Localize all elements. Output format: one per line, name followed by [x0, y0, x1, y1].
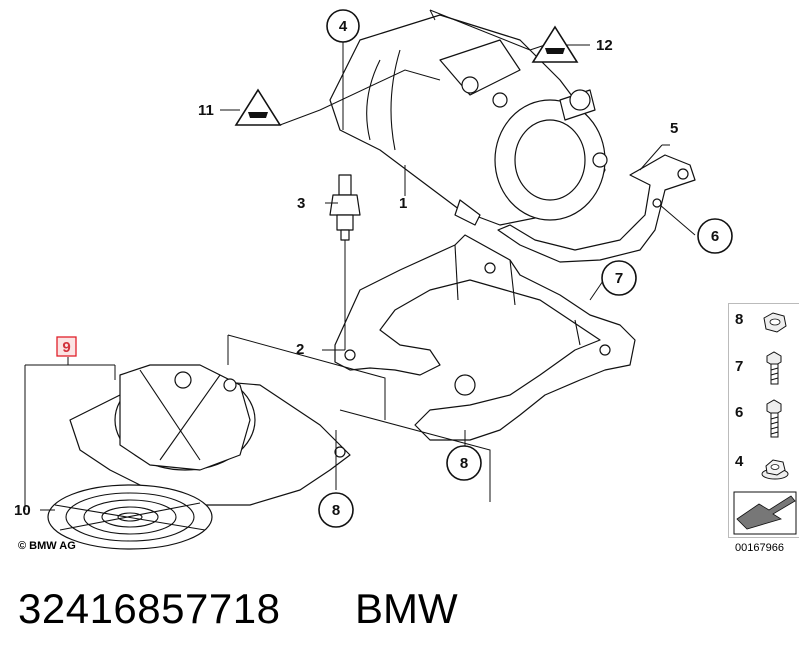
callout-5-label: 5 [670, 120, 678, 137]
callout-10-label: 10 [14, 502, 31, 519]
callout-4-label: 4 [339, 18, 348, 35]
callout-11-label: 11 [198, 102, 214, 119]
callout-6: 6 [697, 218, 733, 254]
catalog-number: 00167966 [735, 542, 784, 554]
pump-assembly [329, 14, 608, 226]
hardware-4-label: 4 [735, 453, 744, 470]
hardware-panel: 8 7 6 4 [728, 303, 799, 538]
arrow-box-icon [733, 491, 797, 535]
hardware-6-label: 6 [735, 404, 743, 421]
warning-triangle-12 [531, 25, 579, 63]
callout-7-label: 7 [615, 270, 623, 287]
callout-2-label: 2 [296, 341, 304, 358]
callout-3-label: 3 [297, 195, 305, 212]
bracket-7 [334, 234, 636, 441]
parts-diagram: 4 12 11 5 3 1 6 7 2 9 8 8 10 [14, 9, 733, 550]
nut-icon [763, 312, 787, 333]
callout-8a-label: 8 [460, 455, 468, 472]
copyright-text: © BMW AG [18, 540, 76, 552]
callout-6-label: 6 [711, 228, 719, 245]
warning-triangle-11 [234, 88, 282, 126]
fan-grille-10 [47, 484, 213, 550]
hardware-7-label: 7 [735, 358, 743, 375]
rubber-mount-3 [329, 174, 361, 241]
hardware-8-label: 8 [735, 311, 743, 328]
callout-9-label: 9 [62, 339, 70, 356]
callout-8-right: 8 [446, 445, 482, 481]
callout-4: 4 [326, 9, 360, 43]
callout-9: 9 [56, 336, 77, 357]
part-number: 32416857718 [18, 585, 281, 632]
hex-bolt-icon [766, 399, 782, 438]
callout-8-left: 8 [318, 492, 354, 528]
callout-8b-label: 8 [332, 502, 340, 519]
callout-12-label: 12 [596, 37, 613, 54]
brand-name: BMW [355, 585, 458, 632]
flange-bolt-icon [766, 351, 782, 385]
fan-assembly [69, 364, 351, 506]
callout-1-label: 1 [399, 195, 407, 212]
leader-lines [24, 9, 696, 511]
callout-7: 7 [601, 260, 637, 296]
bracket-5 [497, 154, 696, 263]
flange-nut-icon [761, 459, 789, 480]
